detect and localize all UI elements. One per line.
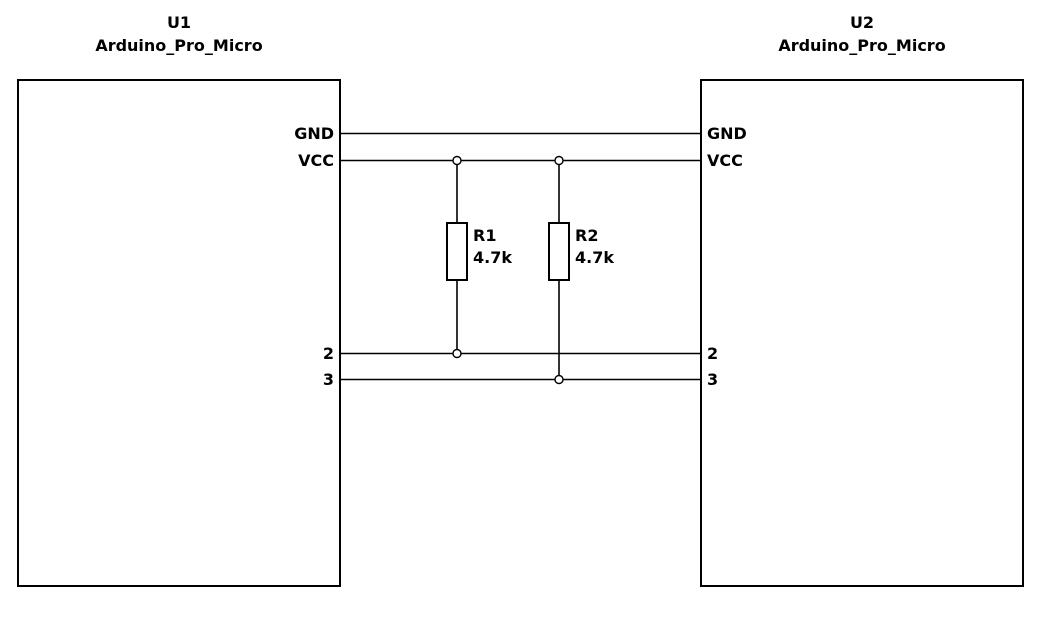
r1-body <box>446 222 468 281</box>
junctions <box>452 155 564 385</box>
r1-reference-label: R1 <box>473 226 496 245</box>
u1-pin-gnd-label: GND <box>294 124 334 143</box>
junction-r2-wire3 <box>554 374 564 385</box>
component-u2: U2 Arduino_Pro_Micro GND VCC 2 3 <box>700 13 1024 587</box>
component-u1: U1 Arduino_Pro_Micro GND VCC 2 3 <box>17 13 341 587</box>
u2-pin-gnd-label: GND <box>707 124 747 143</box>
u1-reference-label: U1 <box>167 13 191 32</box>
r1-value-label: 4.7k <box>473 248 512 267</box>
u2-symbol-body <box>700 79 1024 587</box>
r2-value-label: 4.7k <box>575 248 614 267</box>
u2-pin-vcc-label: VCC <box>707 151 743 170</box>
r2-body <box>548 222 570 281</box>
r2-reference-label: R2 <box>575 226 598 245</box>
u1-symbol-body <box>17 79 341 587</box>
u2-value-label: Arduino_Pro_Micro <box>778 36 945 55</box>
u1-pin-2-label: 2 <box>323 344 334 363</box>
u2-pin-3-label: 3 <box>707 370 718 389</box>
wires <box>340 132 701 381</box>
u2-pin-2-label: 2 <box>707 344 718 363</box>
junction-r1-vcc <box>452 155 462 166</box>
resistor-r2: R2 4.7k <box>548 160 614 380</box>
u1-pin-3-label: 3 <box>323 370 334 389</box>
junction-r2-vcc <box>554 155 564 166</box>
junction-r1-wire2 <box>452 348 462 359</box>
resistor-r1: R1 4.7k <box>446 160 512 354</box>
u1-value-label: Arduino_Pro_Micro <box>95 36 262 55</box>
u1-pin-vcc-label: VCC <box>298 151 334 170</box>
u2-reference-label: U2 <box>850 13 874 32</box>
